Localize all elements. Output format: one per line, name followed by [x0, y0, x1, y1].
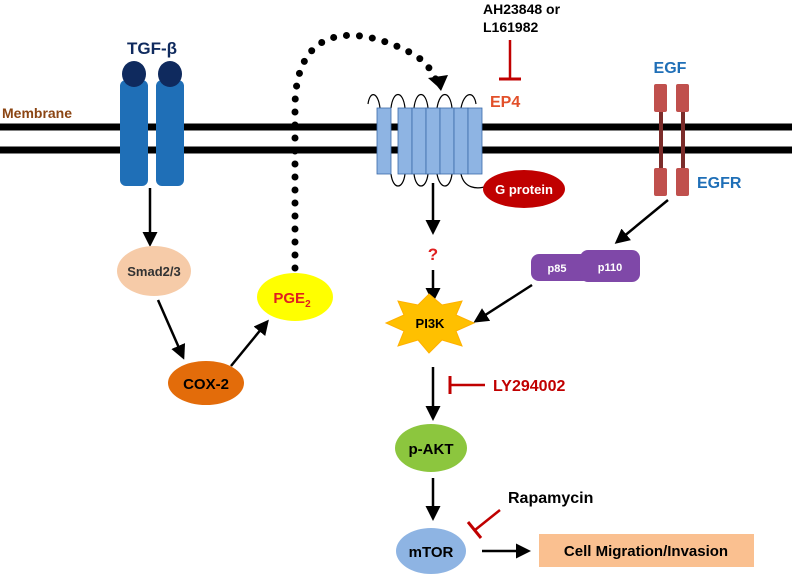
pakt-node [395, 424, 467, 472]
egfr-label: EGFR [697, 175, 742, 192]
smad-label: Smad2/3 [127, 264, 180, 279]
unknown-mediator-label: ? [428, 245, 438, 264]
pi3k-label: PI3K [416, 316, 446, 331]
mtor-label: mTOR [409, 544, 454, 561]
rapamycin-inhibition-symbol [466, 509, 501, 539]
g-protein-node [483, 170, 565, 208]
egfr-receptor [654, 84, 689, 196]
p110-label: p110 [598, 262, 622, 274]
membrane-label: Membrane [2, 105, 72, 121]
rapamycin-label: Rapamycin [508, 490, 593, 507]
arrow-p85-pi3k [473, 283, 533, 323]
ep4-label: EP4 [490, 94, 520, 111]
cox2-node [168, 361, 244, 405]
outcome-box [539, 534, 754, 567]
arrow-egfr-p85 [614, 199, 669, 244]
ep4-receptor [367, 93, 489, 189]
arrow-cox2-pge2 [230, 319, 269, 367]
pge2-label: PGE2 [273, 290, 311, 310]
pi3k-node [384, 293, 476, 354]
ly294002-label: LY294002 [493, 378, 565, 395]
p85-box [531, 254, 591, 281]
tgfb-label: TGF-β [127, 39, 177, 58]
outcome-label: Cell Migration/Invasion [564, 543, 728, 560]
p85-label: p85 [548, 263, 567, 275]
g-protein-label: G protein [495, 182, 553, 197]
ep4-inhibition-symbol [499, 40, 521, 81]
arrow-smad-cox2 [156, 299, 186, 360]
tgfb-receptor [120, 61, 184, 186]
p110-box [580, 250, 640, 282]
membrane [0, 123, 792, 154]
ep4-inhibitor-line1: AH23848 or [483, 1, 561, 17]
pge2-to-ep4-dotted-path [291, 31, 440, 272]
smad-node [117, 246, 191, 296]
egf-label: EGF [654, 60, 687, 77]
ep4-inhibitor-line2: L161982 [483, 19, 538, 35]
cox2-label: COX-2 [183, 376, 229, 393]
pge2-node [257, 273, 333, 321]
ep4-binding-arrowhead [428, 75, 448, 91]
ly294002-inhibition-symbol [448, 376, 485, 394]
pakt-label: p-AKT [409, 441, 454, 458]
mtor-node [396, 528, 466, 574]
